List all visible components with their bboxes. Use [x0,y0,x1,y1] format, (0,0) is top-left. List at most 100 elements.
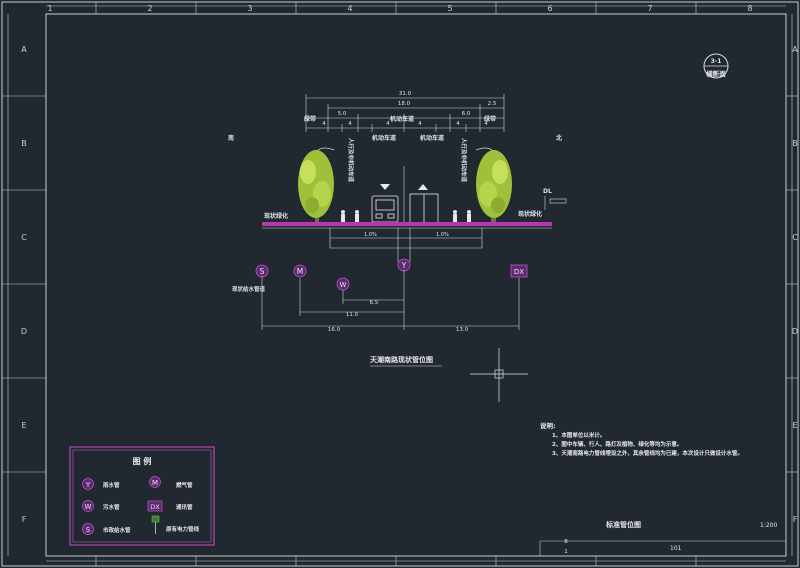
col-label: 8 [747,4,752,13]
row-label-right: D [792,327,798,336]
sidewalk-left-label: 绿带 [304,115,316,123]
svg-text:污水管: 污水管 [103,503,120,511]
section-tag-bottom: 横断面 [706,69,726,78]
svg-text:S: S [260,267,265,276]
note-line: 2、图中车辆、行人、路灯及植物、绿化等均为示意。 [552,440,682,448]
direction-arrow [380,184,428,190]
section-tag-top: 3-1 [711,58,722,65]
power-conduit-icon [151,515,160,523]
inner-frame [45,13,787,557]
pipe-marker-y: Y [397,258,411,272]
dim-sub2: 6.0 [462,111,471,117]
lane-left-label: 机动车道 [372,134,396,142]
cad-cursor-crosshair [470,348,528,402]
tree-right [476,150,512,222]
title-num-bottom: 1 [564,549,568,555]
row-label-right: F [793,515,798,524]
svg-text:W: W [85,503,92,511]
dim-center: 18.0 [398,101,411,107]
pipe-dim-d: 13.0 [456,327,469,333]
pipe-marker-dx: DX [510,264,528,278]
diagram-title: 天潮南路现状管位图 [370,355,433,364]
dim-s4: 4 [418,121,422,127]
legend-item: Y 雨水管 [82,478,120,490]
row-label-right: C [792,233,798,242]
svg-text:W: W [340,281,347,289]
svg-text:Y: Y [401,261,407,270]
col-label: 3 [247,4,252,13]
note-line: 3、天潮南路电力管线埋设之外，其余管线均为已建，本次设计只做设计水管。 [552,449,743,457]
col-label: 4 [347,4,352,13]
svg-text:S: S [86,526,91,534]
drawing-scale: 1:200 [760,522,777,529]
pipe-dim-a: 6.5 [370,300,379,306]
col-label: 7 [647,4,652,13]
legend-title: 图 例 [133,456,152,466]
legend-item: 原有电力管线 [151,515,200,534]
row-label-right: B [792,139,798,148]
svg-text:燃气管: 燃气管 [176,481,193,489]
row-label: E [21,421,26,430]
dim-s1: 4 [322,121,326,127]
lane-center-label: 机动车道 [390,115,414,123]
ground-slope-right: 1.0% [436,232,449,238]
dim-s3: 4 [386,121,390,127]
legend-item: DX 通讯管 [147,500,193,512]
notes: 说明: 1、本图单位以米计。 2、图中车辆、行人、路灯及植物、绿化等均为示意。 … [540,421,743,457]
title-num-top: 8 [564,539,568,545]
pipe-dim-c: 16.0 [328,327,341,333]
road-ground [262,222,552,226]
legend: 图 例 Y 雨水管 M 燃气管 W 污水管 DX 通讯管 S 市政给水管 [69,446,215,546]
col-label: 6 [547,4,552,13]
lane-right-label: 机动车道 [420,134,444,142]
section-tag: 3-1 横断面 [703,53,729,79]
row-label-right: A [792,45,798,54]
ped-left-label: 人行及非机动车道 [347,138,355,183]
north-label: 北 [556,134,562,142]
green-right-label: 现状绿化 [518,210,542,218]
title-block: 标准管位图 1:200 101 8 1 [539,520,786,556]
south-label: 南 [228,134,234,142]
col-label: 1 [47,4,52,13]
note-line: 1、本图单位以米计。 [552,431,605,439]
dim-s5: 4 [456,121,460,127]
ground-slope-left: 1.0% [364,232,377,238]
legend-item: M 燃气管 [149,476,193,489]
pipe-dim-b: 11.0 [346,312,359,318]
green-left-label: 现状绿化 [264,212,288,220]
pedestrian-icon [341,210,471,223]
svg-text:DX: DX [514,268,524,276]
svg-text:市政给水管: 市政给水管 [103,526,131,534]
svg-text:DX: DX [150,503,160,511]
elevation-label: DL [543,188,552,195]
row-label: F [22,515,27,524]
svg-text:通讯管: 通讯管 [176,503,193,511]
svg-text:原有电力管线: 原有电力管线 [166,525,200,533]
svg-text:M: M [152,479,158,487]
sheet-number: 101 [670,545,682,552]
dim-sub1: 5.0 [338,111,347,117]
legend-item: S 市政给水管 [82,523,131,535]
row-label: C [21,233,27,242]
vehicle-car-left [371,195,399,223]
svg-text:M: M [297,267,303,276]
row-label: B [21,139,27,148]
water-supply-label: 现状给水管道 [232,285,266,293]
col-label: 5 [447,4,452,13]
pipe-marker-m: M [293,264,307,278]
vehicle-truck-right [409,193,439,225]
pipe-marker-w: W [336,277,350,291]
sidewalk-right-label: 绿带 [484,115,496,123]
svg-text:雨水管: 雨水管 [103,481,120,489]
pipe-marker-s: S [255,264,269,278]
row-label: A [21,45,27,54]
dim-right-offset: 2.5 [488,101,497,107]
legend-item: W 污水管 [82,500,120,512]
tree-left [298,150,334,222]
svg-text:Y: Y [85,481,91,489]
ped-right-label: 人行及非机动车道 [460,138,468,183]
dim-s2: 4 [348,121,352,127]
row-label: D [21,327,27,336]
